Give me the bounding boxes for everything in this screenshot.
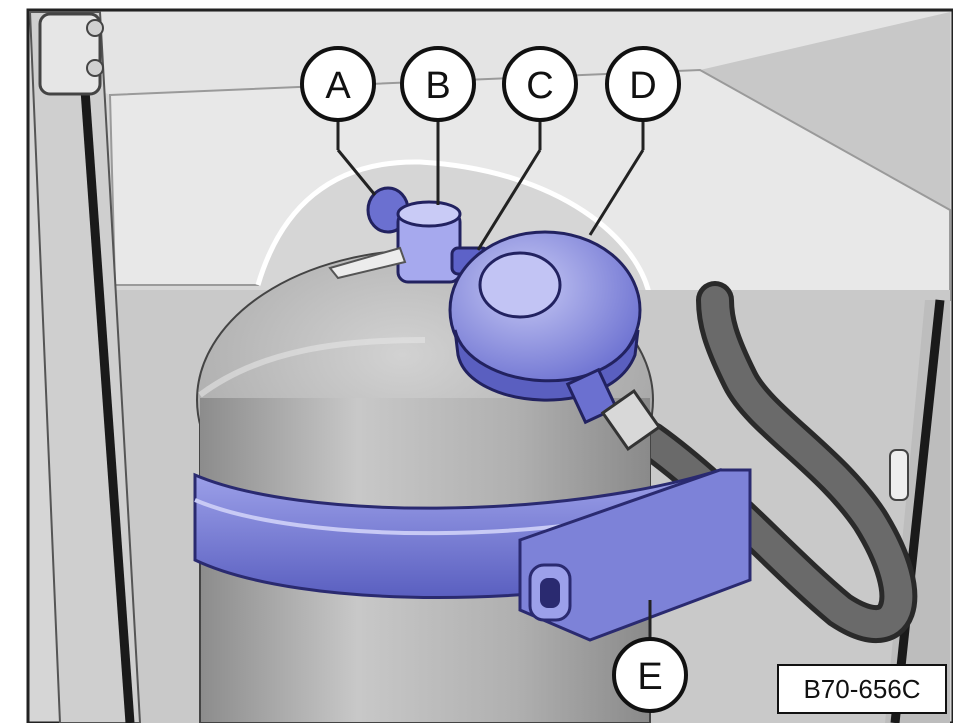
strap-slot-hole [540, 578, 560, 608]
callout-d: D [607, 48, 679, 120]
hinge-bolt-top [87, 20, 103, 36]
callout-c-label: C [526, 65, 553, 107]
callout-a: A [302, 48, 374, 120]
callout-e: E [614, 639, 686, 711]
callout-c: C [504, 48, 576, 120]
hinge-bolt-bottom [87, 60, 103, 76]
regulator-cap [480, 253, 560, 317]
cylinder-valve-top [398, 202, 460, 226]
figure-reference-code: B70-656C [803, 674, 920, 704]
callout-b-label: B [425, 65, 450, 107]
callout-b: B [402, 48, 474, 120]
figure-reference-box: B70-656C [778, 665, 946, 713]
callout-a-label: A [325, 65, 351, 107]
right-latch [890, 450, 908, 500]
callout-e-label: E [637, 656, 662, 698]
callout-d-label: D [629, 65, 656, 107]
